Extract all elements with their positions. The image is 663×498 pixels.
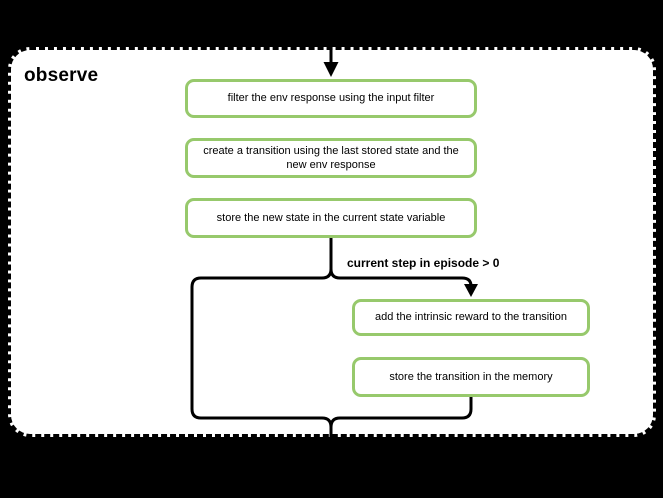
node-label: create a transition using the last store… xyxy=(203,144,459,171)
node-label: add the intrinsic reward to the transiti… xyxy=(375,311,567,324)
node-label: store the new state in the current state… xyxy=(216,211,446,224)
node-label: store the transition in the memory xyxy=(389,370,553,383)
node-create-transition: create a transition using the last store… xyxy=(185,138,477,178)
node-store-transition: store the transition in the memory xyxy=(352,357,590,397)
node-store-new-state: store the new state in the current state… xyxy=(185,198,477,238)
condition-label: current step in episode > 0 xyxy=(347,256,500,270)
group-title: observe xyxy=(24,65,99,86)
node-filter-env-response: filter the env response using the input … xyxy=(185,79,477,118)
node-label: filter the env response using the input … xyxy=(227,92,435,105)
node-add-intrinsic-reward: add the intrinsic reward to the transiti… xyxy=(352,299,590,336)
